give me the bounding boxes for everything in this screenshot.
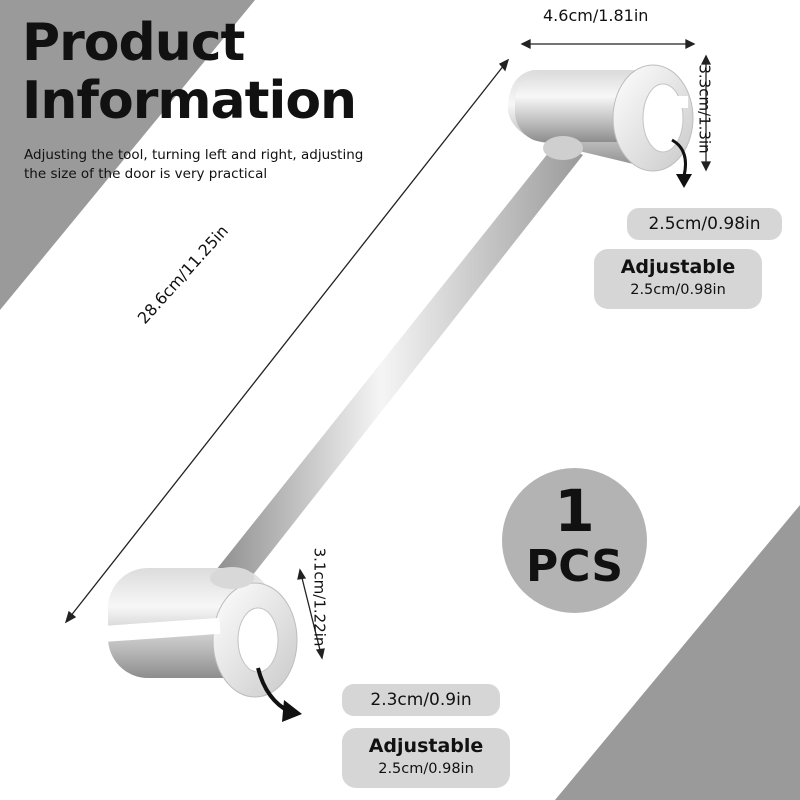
rotate-arrowhead-top: [676, 174, 692, 188]
top-height-label: 3.3cm/1.3in: [695, 64, 714, 154]
dim-line-overall: [65, 59, 509, 623]
top-adjustable-size: 2.5cm/0.98in: [630, 282, 726, 298]
dim-arrow-bottom-height-top: [297, 568, 307, 580]
subtitle: Adjusting the tool, turning left and rig…: [24, 147, 364, 182]
dim-arrow-top-width-right: [685, 38, 696, 50]
top-width-label: 4.6cm/1.81in: [543, 6, 649, 25]
dim-arrow-top-height-top: [700, 54, 712, 65]
dim-arrow-top-height-bottom: [700, 161, 712, 172]
title-line-2: Information: [22, 71, 357, 131]
rotate-arrow-icon-top: [671, 138, 687, 177]
dim-arrow-top-width-left: [520, 38, 531, 50]
title-line-1: Product: [22, 13, 245, 73]
top-adjustable-title: Adjustable: [620, 256, 736, 278]
quantity-badge: 1 PCS: [502, 468, 647, 613]
rod: [216, 142, 583, 585]
top-cylinder-head: [507, 64, 694, 172]
bottom-cylinder-head: [99, 567, 298, 698]
bottom-adjustable-badge: Adjustable 2.5cm/0.98in: [342, 728, 510, 788]
dimension-lines: [64, 38, 712, 660]
dim-line-bottom-height: [299, 569, 323, 659]
bottom-adjustable-title: Adjustable: [368, 735, 484, 757]
top-adjustable-badge: Adjustable 2.5cm/0.98in: [594, 249, 762, 309]
quantity-number: 1: [554, 477, 595, 545]
dim-arrow-overall-start: [64, 610, 77, 624]
bottom-adjustable-size: 2.5cm/0.98in: [378, 761, 474, 777]
rotate-arrowhead-bottom: [282, 700, 302, 722]
dim-arrow-bottom-height-bottom: [315, 648, 325, 660]
quantity-unit: PCS: [525, 541, 624, 592]
top-left-band: [0, 0, 255, 310]
top-size-badge: 2.5cm/0.98in: [627, 208, 782, 240]
bottom-right-band: [555, 505, 800, 800]
page-title: Product Information: [22, 13, 357, 131]
bottom-size-badge: 2.3cm/0.9in: [342, 684, 500, 716]
dim-arrow-overall-end: [498, 58, 510, 72]
bottom-height-label: 3.1cm/1.22in: [310, 547, 329, 647]
